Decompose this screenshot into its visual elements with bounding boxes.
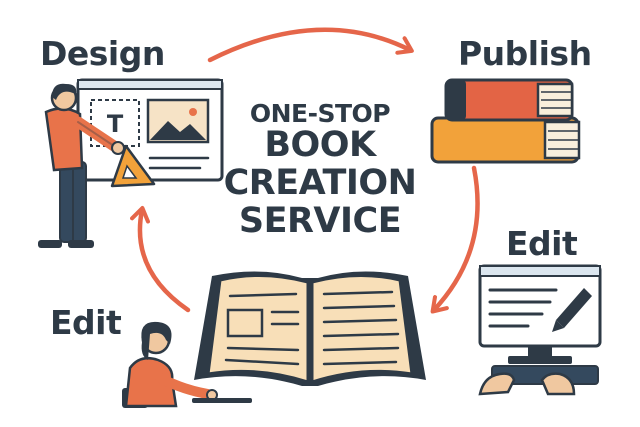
stacked-books-icon [430,78,581,164]
writer-figure-icon [122,321,252,408]
typing-hands-icon [478,365,599,396]
center-title-line: SERVICE [238,200,402,241]
step-label-edit-left: Edit [50,303,122,342]
designer-figure-icon [38,83,125,248]
canvas-text-icon: T [107,110,124,138]
center-title-line: CREATION [223,162,417,203]
step-label-publish: Publish [458,34,592,73]
triangle-ruler-icon [110,144,156,188]
computer-monitor-icon [478,264,602,364]
design-board-icon: T [76,78,224,182]
arrow-design-to-publish [207,27,414,63]
center-title-line: BOOK [264,125,376,165]
step-label-design: Design [40,34,165,73]
arrow-edit-to-design [130,205,191,313]
cycle-arrows [130,27,480,314]
open-book-icon [194,271,426,386]
arrow-publish-to-edit [430,165,480,314]
center-title-line: ONE-STOP [249,99,391,128]
step-label-edit-right: Edit [506,224,578,263]
center-title: ONE-STOP BOOK CREATION SERVICE [200,100,440,240]
